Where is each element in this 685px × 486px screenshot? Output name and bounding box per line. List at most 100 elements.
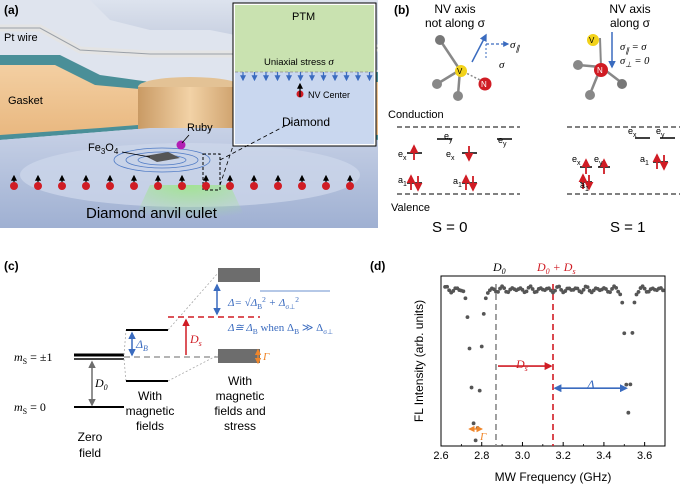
nv-center-dot xyxy=(250,182,258,190)
s0-label: S = 0 xyxy=(432,219,467,236)
data-point xyxy=(492,287,496,292)
delta-formula: Δ= √ΔB2 + Δσ⊥2 xyxy=(227,295,299,311)
data-point xyxy=(483,296,488,301)
data-point xyxy=(610,287,614,291)
caption-stress-3: fields and xyxy=(214,404,265,418)
a1-left-1: a1 xyxy=(398,175,407,188)
data-point xyxy=(471,421,476,426)
data-point xyxy=(628,382,633,387)
ms-pm1-label: mS = ±1 xyxy=(14,350,52,366)
uniaxial-stress-label: Uniaxial stress σ xyxy=(264,56,334,68)
data-point xyxy=(461,289,466,294)
x-tick-label: 3.6 xyxy=(637,450,652,462)
valence-label: Valence xyxy=(391,202,430,214)
ms-0-label: mS = 0 xyxy=(14,400,46,416)
data-point xyxy=(630,331,635,335)
caption-mag-1: With xyxy=(138,389,162,403)
s1-label: S = 1 xyxy=(610,219,645,236)
data-point xyxy=(465,315,470,320)
data-point xyxy=(481,311,486,316)
delta-b-label: ΔB xyxy=(135,337,148,353)
data-point xyxy=(585,285,590,290)
data-point xyxy=(575,286,580,291)
data-point xyxy=(581,287,586,292)
ds-mid-label: Ds xyxy=(515,357,528,373)
eq-sigma-parallel: σ∥ = σ xyxy=(620,42,647,55)
panel-b-label: (b) xyxy=(394,3,409,17)
ds-label: Ds xyxy=(189,332,202,348)
x-tick-label: 2.6 xyxy=(433,450,448,462)
data-point xyxy=(616,289,621,294)
zoom-box xyxy=(202,153,221,191)
data-point xyxy=(634,292,639,297)
culet-label: Diamond anvil culet xyxy=(86,205,218,222)
x-tick-label: 3.4 xyxy=(596,450,611,462)
stress-upper-block xyxy=(218,268,260,282)
data-point xyxy=(524,289,529,294)
nv-center-dot xyxy=(298,182,306,190)
data-point xyxy=(479,344,484,349)
delta-mid-label: Δ xyxy=(586,377,595,392)
data-point xyxy=(604,287,608,291)
panel-c-label: (c) xyxy=(4,259,19,273)
data-point xyxy=(485,291,490,295)
inset: PTM Uniaxial stress σ NV Center Diamond xyxy=(232,2,377,147)
gasket-label: Gasket xyxy=(8,95,43,107)
svg-text:V: V xyxy=(589,36,595,45)
sample-chamber xyxy=(138,87,242,135)
caption-mag-3: fields xyxy=(136,419,164,433)
ey-left-2: ey xyxy=(498,135,507,148)
data-point xyxy=(624,382,629,387)
data-point xyxy=(445,284,450,289)
data-point xyxy=(463,296,468,301)
left-title-1: NV axis xyxy=(434,2,475,16)
fe3o4-sample xyxy=(145,152,180,162)
data-point xyxy=(563,289,568,293)
data-point xyxy=(502,286,507,291)
caption-zero-1: Zero xyxy=(78,430,103,444)
svg-text:N: N xyxy=(481,80,487,89)
nv-center-dot xyxy=(226,182,234,190)
nv-center-dot xyxy=(106,182,114,190)
d0-top-label: D0 xyxy=(492,260,506,276)
data-point xyxy=(620,300,625,305)
nv-center-dot xyxy=(274,182,282,190)
x-tick-label: 3.0 xyxy=(515,450,530,462)
ruby-sphere xyxy=(176,140,186,150)
gamma-label: Γ xyxy=(262,351,270,363)
data-point xyxy=(618,292,623,297)
d0ds-top-label: D0 + Ds xyxy=(536,260,576,276)
delta-approx-formula: Δ≅ ΔB when ΔB ≫ Δσ⊥ xyxy=(227,322,333,336)
inset-diamond xyxy=(235,72,374,144)
data-point xyxy=(557,284,562,289)
x-tick-label: 3.2 xyxy=(556,450,571,462)
data-point xyxy=(614,285,619,290)
data-point xyxy=(534,289,539,294)
data-point xyxy=(661,288,665,293)
nv-center-dot xyxy=(82,182,90,190)
stress-arrows xyxy=(240,72,373,82)
ex-right-2: ex xyxy=(628,126,637,139)
data-point xyxy=(553,288,557,293)
ex-right: ex xyxy=(572,154,581,167)
ey-right-2: ey xyxy=(656,126,665,139)
eq-sigma-perp: σ⊥ = 0 xyxy=(620,56,650,69)
nv-center-row xyxy=(10,174,354,190)
data-point xyxy=(642,286,647,291)
nv-center-dot xyxy=(346,182,354,190)
conduction-label: Conduction xyxy=(388,109,444,121)
data-point xyxy=(626,410,631,415)
nv-center-dot xyxy=(178,182,186,190)
nv-center-dot xyxy=(154,182,162,190)
nv-structure-right: V N σ∥ = σ σ⊥ = 0 xyxy=(573,32,650,100)
data-point xyxy=(622,331,627,336)
data-point xyxy=(636,290,641,294)
panel-a: (a) Pt wire Gasket Fe3O4 Ruby Diamond an… xyxy=(0,0,378,228)
d0-label: D0 xyxy=(94,376,108,392)
laser-beam xyxy=(130,185,250,228)
data-point xyxy=(473,438,478,443)
data-point xyxy=(469,385,474,390)
ey-right: ey xyxy=(594,154,603,167)
